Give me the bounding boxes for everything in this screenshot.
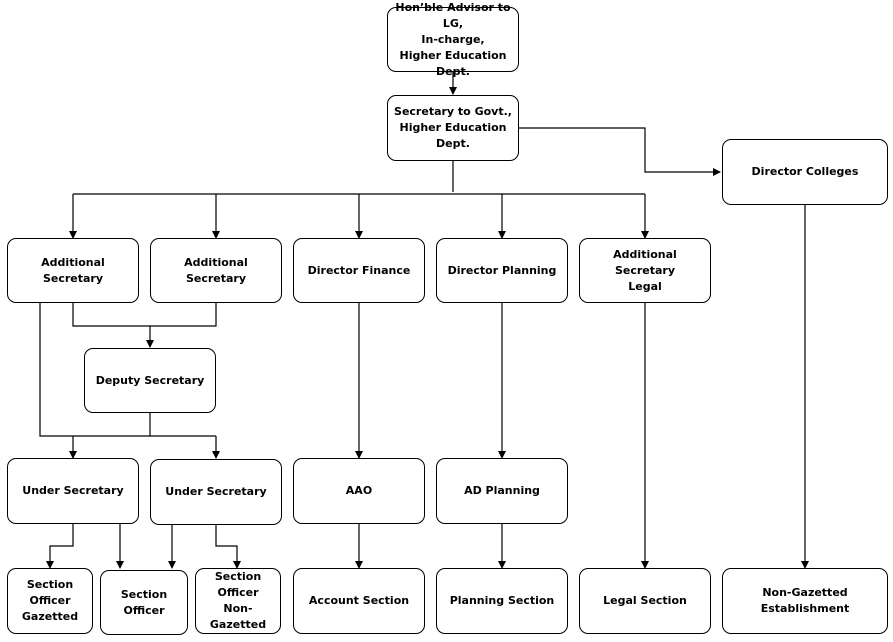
node-non-gazetted-establishment: Non-Gazetted Establishment	[722, 568, 888, 634]
node-aao: AAO	[293, 458, 425, 524]
node-legal-section: Legal Section	[579, 568, 711, 634]
node-section-officer: Section Officer	[100, 570, 188, 635]
edge-addl1-under-bus	[39, 303, 216, 437]
edge-under2-so-non-gazetted	[215, 524, 241, 569]
edge-secretary-director-colleges	[519, 127, 721, 176]
node-additional-secretary-legal: Additional Secretary Legal	[579, 238, 711, 303]
node-section-officer-non-gazetted: Section Officer Non-Gazetted	[195, 568, 281, 634]
edge-addl-deputy	[72, 303, 217, 327]
node-under-secretary-1: Under Secretary	[7, 458, 139, 524]
node-advisor: Hon’ble Advisor to LG, In-charge, Higher…	[387, 1, 519, 78]
node-director-colleges: Director Colleges	[722, 139, 888, 205]
node-account-section: Account Section	[293, 568, 425, 634]
node-additional-secretary-2: Additional Secretary	[150, 238, 282, 303]
node-deputy-secretary: Deputy Secretary	[84, 348, 216, 413]
node-ad-planning: AD Planning	[436, 458, 568, 524]
node-section-officer-gazetted: Section Officer Gazetted	[7, 568, 93, 634]
node-director-finance: Director Finance	[293, 238, 425, 303]
node-planning-section: Planning Section	[436, 568, 568, 634]
node-additional-secretary-1: Additional Secretary	[7, 238, 139, 303]
edge-under1-so-gazetted	[46, 524, 74, 569]
node-director-planning: Director Planning	[436, 238, 568, 303]
node-under-secretary-2: Under Secretary	[150, 459, 282, 525]
node-secretary: Secretary to Govt., Higher Education Dep…	[387, 95, 519, 161]
